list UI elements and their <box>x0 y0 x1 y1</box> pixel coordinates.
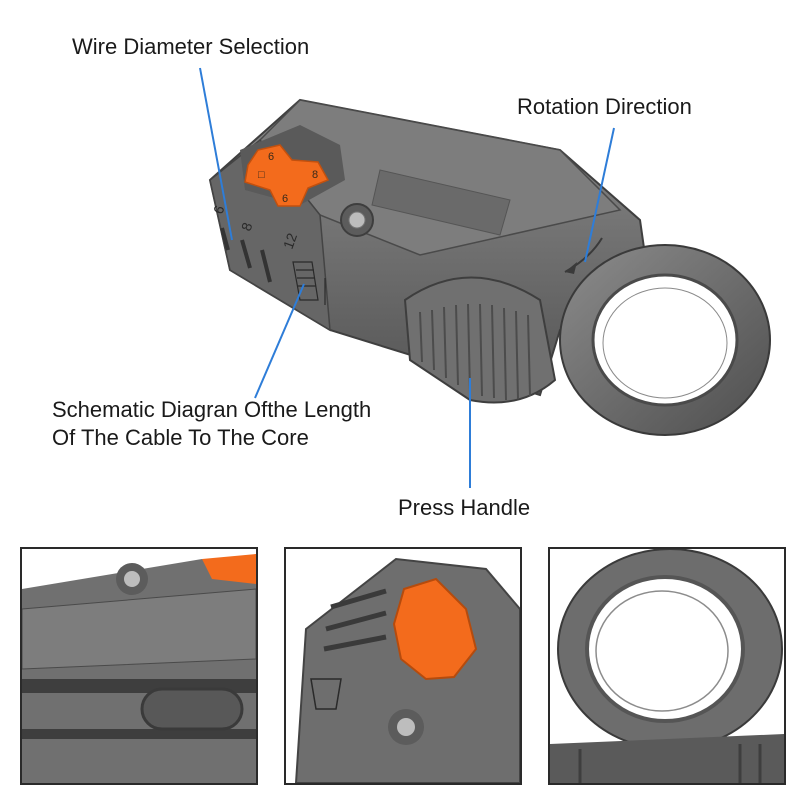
closeup-ring-illustration <box>550 549 784 783</box>
svg-text:6: 6 <box>282 193 288 205</box>
cable-length-schematic <box>292 261 326 305</box>
thumbnail-closeup-side <box>20 547 258 785</box>
orange-blade-cassette: 6 8 6 □ <box>240 125 345 207</box>
callout-schematic-line-2: Of The Cable To The Core <box>52 425 309 450</box>
finger-ring <box>559 244 771 436</box>
coax-stripper-tool-illustration: 6 8 6 □ 6 8 12 <box>199 67 771 488</box>
dial-number-12: 12 <box>280 231 300 251</box>
closeup-dial-illustration <box>286 549 520 783</box>
leader-rotation <box>584 127 615 263</box>
press-handle <box>403 276 557 404</box>
pivot-screw <box>340 203 374 237</box>
callout-schematic-line-1: Schematic Diagran Ofthe Length <box>52 397 372 422</box>
leader-wire-diameter <box>199 67 233 241</box>
svg-text:6: 6 <box>268 151 274 163</box>
thumbnail-closeup-ring <box>548 547 786 785</box>
callout-rotation-direction: Rotation Direction <box>517 94 692 119</box>
svg-text:8: 8 <box>312 169 318 181</box>
svg-text:□: □ <box>258 169 265 181</box>
leader-schematic <box>254 283 305 399</box>
closeup-side-illustration <box>22 549 256 783</box>
callout-schematic-diagram: Schematic Diagran Ofthe Length Of The Ca… <box>52 396 371 452</box>
callout-wire-diameter-selection: Wire Diameter Selection <box>72 34 310 59</box>
callout-press-handle: Press Handle <box>398 495 531 520</box>
leader-lines <box>199 67 615 488</box>
thumbnail-closeup-dial <box>284 547 522 785</box>
